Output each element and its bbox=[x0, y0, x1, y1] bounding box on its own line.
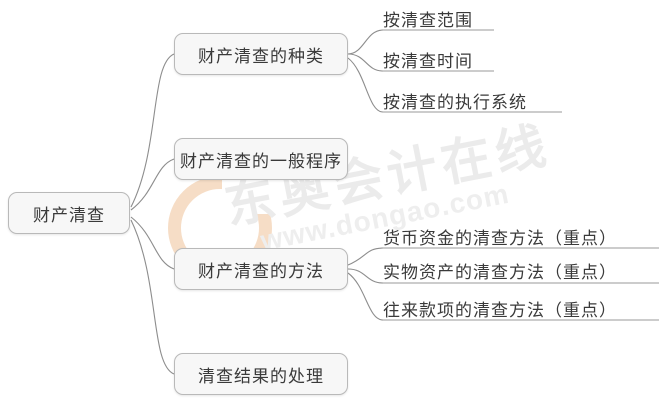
connector-root-to-procedure bbox=[130, 158, 175, 211]
leaf-node-physical-assets[interactable]: 实物资产的清查方法（重点） bbox=[383, 263, 617, 282]
branch-node-procedure-label: 财产清查的一般程序 bbox=[180, 151, 342, 171]
branch-node-results[interactable]: 清查结果的处理 bbox=[174, 353, 348, 395]
connector-root-to-types bbox=[130, 53, 175, 208]
connector-types-to-leaf2 bbox=[347, 53, 384, 72]
connector-root-to-methods bbox=[130, 216, 175, 270]
leaf-node-scope[interactable]: 按清查范围 bbox=[383, 11, 473, 30]
connector-methods-to-leaf6 bbox=[347, 272, 384, 321]
leaf-node-monetary-funds[interactable]: 货币资金的清查方法（重点） bbox=[383, 229, 617, 248]
connector-types-to-leaf3 bbox=[347, 57, 384, 113]
root-node[interactable]: 财产清查 bbox=[8, 192, 130, 234]
branch-node-methods-label: 财产清查的方法 bbox=[198, 261, 324, 281]
connector-root-to-results bbox=[130, 219, 175, 375]
root-node-label: 财产清查 bbox=[33, 205, 105, 225]
leaf-node-receivables-payables[interactable]: 往来款项的清查方法（重点） bbox=[383, 301, 617, 320]
connector-types-to-leaf1 bbox=[347, 29, 384, 55]
leaf-node-time[interactable]: 按清查时间 bbox=[383, 52, 473, 71]
branch-node-types[interactable]: 财产清查的种类 bbox=[174, 33, 348, 75]
connector-methods-to-leaf5 bbox=[347, 268, 384, 284]
leaf-node-executing-system[interactable]: 按清查的执行系统 bbox=[383, 93, 527, 112]
branch-node-types-label: 财产清查的种类 bbox=[198, 46, 324, 66]
connector-methods-to-leaf4 bbox=[347, 247, 384, 266]
branch-node-methods[interactable]: 财产清查的方法 bbox=[174, 248, 348, 290]
branch-node-results-label: 清查结果的处理 bbox=[198, 366, 324, 386]
branch-node-procedure[interactable]: 财产清查的一般程序 bbox=[174, 138, 348, 180]
